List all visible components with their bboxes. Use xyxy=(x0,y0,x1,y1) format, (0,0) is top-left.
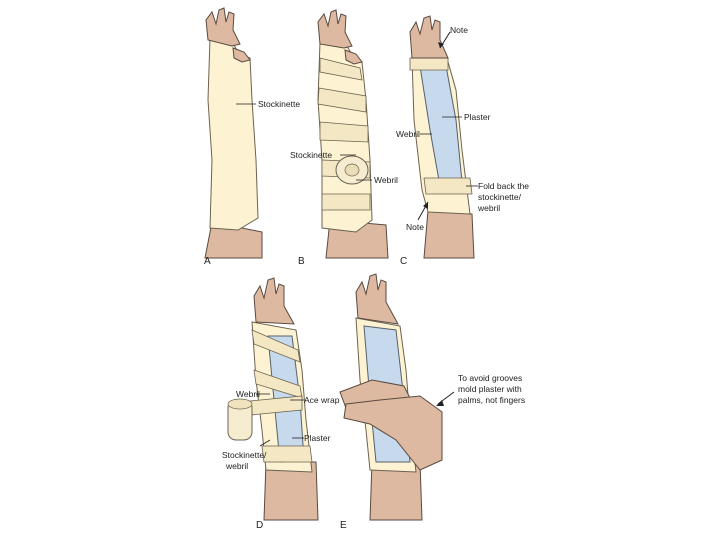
panel-e: To avoid grooves mold plaster with palms… xyxy=(339,273,525,531)
panel-b-band-2 xyxy=(317,87,367,113)
panel-b-label-webril: Webril xyxy=(374,175,398,185)
panel-c-fold-bottom xyxy=(423,177,473,195)
panel-d-ace-band-4 xyxy=(261,445,313,463)
panel-a-upper-arm xyxy=(204,221,263,259)
panel-d: Webril Ace wrap Stockinette/ webril Plas… xyxy=(222,277,340,531)
panel-a-stockinette-sleeve xyxy=(207,37,259,231)
panel-b-thumb xyxy=(344,49,363,65)
panel-a-fingers xyxy=(205,7,241,47)
panel-e-label-line-3: palms, not fingers xyxy=(458,395,525,405)
panel-a-label-stockinette: Stockinette xyxy=(258,99,300,109)
panel-c-label-note-bottom: Note xyxy=(406,222,424,232)
panel-b-label-stockinette: Stockinette xyxy=(290,150,332,160)
panel-c-label-plaster: Plaster xyxy=(464,112,491,122)
panel-c-upper-arm xyxy=(423,209,475,259)
panel-d-label-ace-wrap: Ace wrap xyxy=(304,395,340,405)
panel-d-label-stockinette-2: webril xyxy=(225,461,248,471)
panel-e-label-line-1: To avoid grooves xyxy=(458,373,522,383)
panel-e-molding-hand-right xyxy=(343,395,443,471)
panel-d-label-plaster: Plaster xyxy=(304,433,331,443)
panel-d-ace-band-1 xyxy=(251,329,301,363)
panel-b-band-1 xyxy=(319,57,363,81)
panel-b: Stockinette Webril B xyxy=(290,9,398,267)
panel-c-fingers xyxy=(409,15,449,59)
panel-d-letter: D xyxy=(256,520,263,531)
panel-b-band-5 xyxy=(321,193,371,211)
panel-e-label-line-2: mold plaster with xyxy=(458,384,522,394)
panel-a-thumb xyxy=(232,47,251,63)
panel-c-letter: C xyxy=(400,256,407,267)
panel-c-label-note-top: Note xyxy=(450,25,468,35)
panel-b-fingers xyxy=(317,9,353,49)
panel-a-letter: A xyxy=(204,256,211,267)
panel-d-label-webril: Webril xyxy=(236,389,260,399)
panel-a: Stockinette A xyxy=(204,7,300,267)
panel-c-label-fold-back-3: webril xyxy=(477,203,500,213)
panel-c: Note Plaster Webril Fold back the stocki… xyxy=(396,15,529,267)
panel-e-letter: E xyxy=(340,520,347,531)
panel-c-label-fold-back-1: Fold back the xyxy=(478,181,529,191)
panel-d-fingers xyxy=(253,277,295,325)
panel-b-letter: B xyxy=(298,256,305,267)
panel-d-label-stockinette-1: Stockinette/ xyxy=(222,450,267,460)
panel-c-fold-top xyxy=(409,57,449,71)
panel-c-label-webril: Webril xyxy=(396,129,420,139)
panel-e-fingers xyxy=(355,273,399,325)
panel-c-label-fold-back-2: stockinette/ xyxy=(478,192,522,202)
panel-b-band-3 xyxy=(319,121,369,143)
